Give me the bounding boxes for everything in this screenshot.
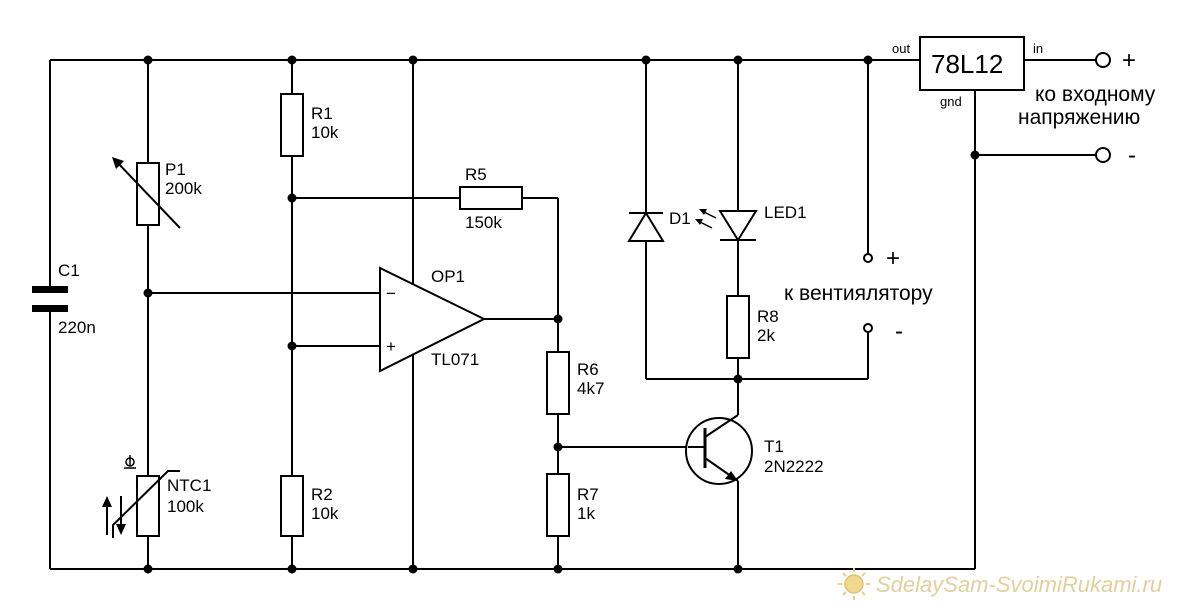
r8-ref: R8 [757, 307, 779, 326]
op1-value: TL071 [431, 350, 479, 369]
input-minus-terminal [1095, 147, 1111, 163]
op1-opamp [379, 266, 487, 373]
regulator-out-pin: out [892, 41, 910, 56]
r8-value: 2k [757, 326, 775, 345]
fan-plus-label: + [886, 245, 900, 272]
t1-value: 2N2222 [764, 457, 824, 476]
r6-resistor [546, 351, 570, 415]
ntc1-ref: NTC1 [167, 476, 211, 495]
r7-value: 1k [577, 504, 595, 523]
input-label-line2: напряжению [1018, 106, 1140, 129]
fan-label: к вентиялятору [784, 282, 933, 305]
p1-ref: P1 [165, 160, 186, 179]
r6-ref: R6 [577, 360, 599, 379]
p1-value: 200k [165, 179, 202, 198]
r1-value: 10k [311, 123, 339, 142]
r5-value: 150k [465, 213, 502, 232]
sun-icon [838, 568, 870, 600]
r2-resistor [280, 475, 304, 537]
op1-ref: OP1 [431, 267, 465, 286]
r7-resistor [546, 473, 570, 537]
ntc1-thermistor [136, 475, 160, 537]
t1-transistor [685, 414, 753, 569]
input-plus-terminal [1095, 52, 1111, 68]
regulator-name: 78L12 [931, 49, 1003, 79]
ntc1-value: 100k [167, 497, 204, 516]
divider-branch [291, 60, 380, 569]
fan-minus-label: - [895, 318, 903, 345]
op1-plus-pin: + [386, 337, 396, 356]
r8-resistor [726, 295, 750, 359]
regulator-gnd-wire [974, 90, 1096, 569]
input-minus-label: - [1128, 142, 1136, 169]
c1-ref: C1 [58, 261, 80, 280]
led1-ref: LED1 [764, 203, 807, 222]
junction-dots [143, 55, 980, 574]
t1-ref: T1 [764, 437, 784, 456]
c1-value: 220n [58, 318, 96, 337]
led1-branch [718, 60, 758, 415]
fan-connector [863, 60, 873, 379]
d1-ref: D1 [669, 209, 691, 228]
regulator-in-pin: in [1033, 41, 1043, 56]
temperature-arrows-icon [102, 496, 126, 535]
r5-feedback-wire [292, 197, 559, 352]
thermometer-icon [112, 455, 180, 538]
r5-ref: R5 [465, 165, 487, 184]
r2-ref: R2 [311, 485, 333, 504]
r6-value: 4k7 [577, 379, 604, 398]
input-plus-label: + [1122, 47, 1136, 74]
variable-resistor-arrow-icon [112, 157, 181, 229]
r2-value: 10k [311, 504, 339, 523]
r1-ref: R1 [311, 104, 333, 123]
p1-ntc-branch [147, 60, 380, 569]
regulator-gnd-pin: gnd [940, 94, 962, 109]
d1-diode [627, 60, 868, 380]
c1-branch [32, 60, 68, 569]
r7-ref: R7 [577, 485, 599, 504]
input-label-line1: ко входному [1035, 83, 1156, 106]
r1-resistor [280, 93, 304, 157]
light-emission-arrows-icon [695, 209, 717, 229]
op1-minus-pin: − [386, 284, 396, 303]
r5-resistor [459, 186, 523, 210]
regulator-78l12 [919, 36, 1025, 91]
watermark-text: SdelaySam-SvoimiRukami.ru [876, 572, 1162, 597]
